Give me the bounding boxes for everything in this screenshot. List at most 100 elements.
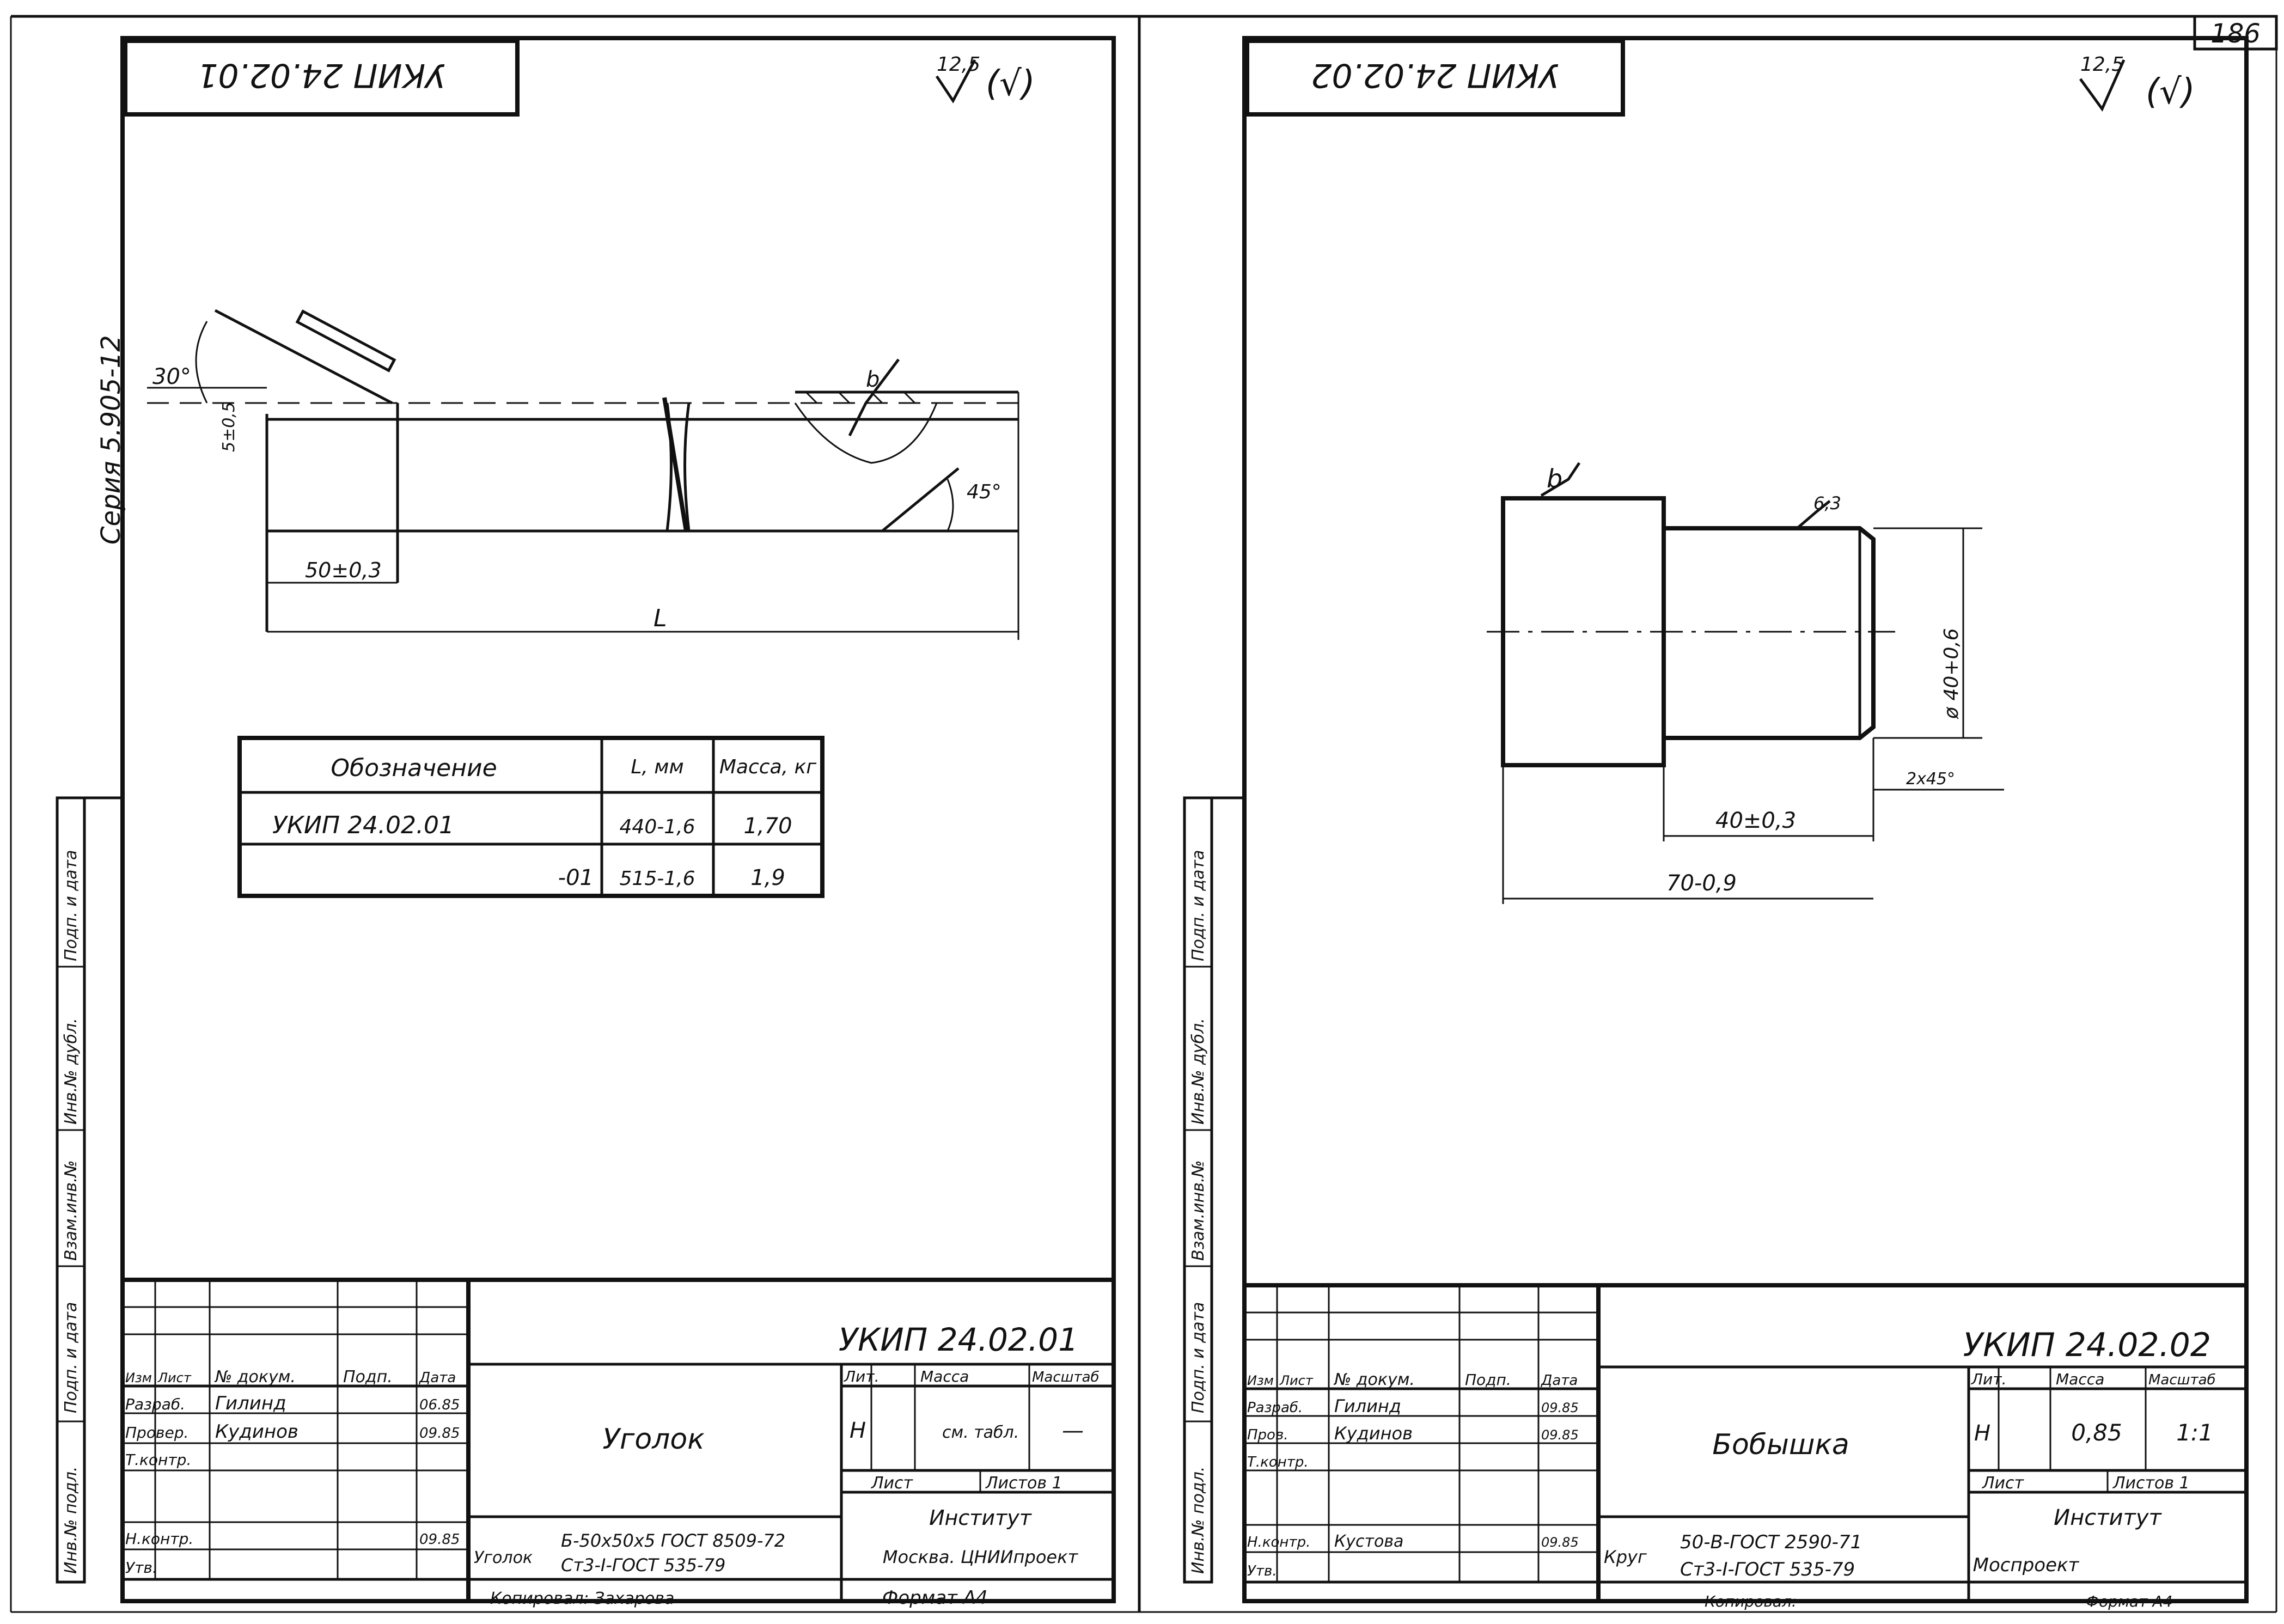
right-org-line2: Моспроект	[1973, 1554, 2080, 1576]
table-row-1-mass: 1,70	[743, 814, 792, 839]
right-side-label-1: Инв.№ подл.	[1189, 1467, 1208, 1574]
right-chamfer: 2х45°	[1906, 770, 1955, 789]
left-material-name: Уголок	[474, 1548, 533, 1567]
table-row-2-mass: 1,9	[750, 865, 785, 890]
right-code-rotated: УКИП 24.02.02	[1311, 56, 1559, 94]
left-side-label-3: Взам.инв.№	[62, 1160, 81, 1261]
table-row-2-code: -01	[558, 865, 594, 890]
left-side-label-4: Инв.№ дубл.	[62, 1018, 81, 1125]
right-side-label-2: Подп. и дата	[1189, 1302, 1208, 1413]
right-diameter: ø 40+0,6	[1940, 628, 1963, 719]
right-roughness: 12,5 (√)	[2079, 53, 2195, 112]
right-staff-1-name: Гилинд	[1334, 1396, 1401, 1417]
left-gap: 5±0,5	[219, 402, 239, 452]
right-mass-label: Масса	[2056, 1370, 2104, 1388]
page-number: 186	[2210, 19, 2261, 49]
right-sheet-label: Лист	[1982, 1474, 2025, 1493]
left-staff-1-role: Разраб.	[125, 1395, 185, 1413]
left-col-label-1: Изм	[125, 1370, 152, 1385]
left-lit-value: Н	[850, 1418, 866, 1443]
left-side-label-5: Подп. и дата	[62, 850, 81, 961]
right-staff-1-date: 09.85	[1541, 1400, 1579, 1415]
right-col-label-1: Изм	[1247, 1373, 1274, 1388]
left-angle-right: 45°	[967, 481, 1001, 503]
right-staff-2-date: 09.85	[1541, 1427, 1579, 1443]
left-staff-2-name: Кудинов	[215, 1421, 298, 1443]
right-side-label-4: Инв.№ дубл.	[1189, 1018, 1208, 1125]
left-dim-L: L	[654, 605, 667, 632]
left-staff-4-role: Н.контр.	[125, 1530, 193, 1548]
left-data-table: Обозначение L, мм Масса, кг УКИП 24.02.0…	[237, 736, 825, 898]
right-staff-4-name: Кустова	[1334, 1532, 1403, 1551]
left-doc-code: УКИП 24.02.01	[839, 1321, 1078, 1358]
left-col-label-2: Лист	[157, 1370, 192, 1385]
right-material-name: Круг	[1604, 1547, 1647, 1567]
table-row-1-L: 440-1,6	[620, 816, 695, 838]
table-header-L: L, мм	[631, 756, 683, 778]
right-doc-code: УКИП 24.02.02	[1963, 1326, 2211, 1364]
right-col-label-4: Подп.	[1465, 1371, 1511, 1389]
right-roughness-symbol: (√)	[2146, 72, 2195, 112]
left-staff-4-date: 09.85	[419, 1531, 460, 1548]
left-dim-50: 50±0,3	[305, 558, 382, 582]
left-lit-label: Лит.	[844, 1367, 879, 1385]
right-scale-label: Масштаб	[2148, 1372, 2216, 1388]
right-scale-value: 1:1	[2176, 1419, 2213, 1446]
page-number-box: 186	[2193, 15, 2278, 51]
left-code-rotated: УКИП 24.02.01	[197, 56, 445, 94]
right-lit-value: Н	[1974, 1421, 1990, 1446]
left-title-block: Изм Лист № докум. Подп. Дата Разраб. Гил…	[123, 1278, 1114, 1609]
right-col-label-5: Дата	[1541, 1372, 1578, 1389]
table-row-1-code: УКИП 24.02.01	[272, 811, 454, 839]
right-staff-4-date: 09.85	[1541, 1535, 1579, 1550]
right-org-line1: Институт	[2054, 1505, 2162, 1530]
right-staff-3-role: Т.контр.	[1247, 1454, 1309, 1470]
table-header-mass: Масса, кг	[719, 756, 817, 778]
left-sheet: УКИП 24.02.01 12,5 (√) 30° 5±0,5	[56, 39, 1114, 1609]
right-staff-4-role: Н.контр.	[1247, 1534, 1310, 1550]
right-boss-drawing: b 6,3 ø 40+0,6 2х45° 40±0,3 70-0,9	[1487, 462, 2004, 904]
left-angle-drawing: 30° 5±0,5 b 45° 50±0,3 L	[147, 309, 1019, 640]
left-scale-label: Масштаб	[1032, 1369, 1100, 1385]
left-copied-by: Копировал: Захарова	[490, 1589, 674, 1608]
right-side-stamp: Инв.№ подл. Подп. и дата Взам.инв.№ Инв.…	[1183, 796, 1244, 1584]
right-side-label-5: Подп. и дата	[1189, 850, 1208, 961]
left-format: Формат А4	[882, 1587, 988, 1609]
table-header-designation: Обозначение	[331, 754, 497, 782]
right-staff-1-role: Разраб.	[1247, 1400, 1303, 1416]
left-sheet-label: Лист	[871, 1474, 914, 1493]
left-side-stamp: Серия 5.905-12 Инв.№ подл. Подп. и дата …	[56, 335, 126, 1584]
left-col-label-4: Подп.	[343, 1367, 393, 1387]
left-col-label-3: № докум.	[214, 1367, 296, 1387]
right-mass-value: 0,85	[2071, 1419, 2122, 1446]
left-roughness-symbol: (√)	[986, 64, 1035, 104]
right-mark-b: b	[1547, 464, 1562, 493]
left-org-line1: Институт	[929, 1506, 1033, 1530]
left-org-line2: Москва. ЦНИИпроект	[883, 1547, 1079, 1567]
left-side-label-2: Подп. и дата	[62, 1302, 81, 1413]
left-series: Серия 5.905-12	[96, 335, 126, 545]
right-material-line1: 50-В-ГОСТ 2590-71	[1680, 1531, 1862, 1553]
left-staff-1-date: 06.85	[419, 1397, 460, 1413]
right-part-name: Бобышка	[1712, 1428, 1849, 1461]
left-material-line1: Б-50х50х5 ГОСТ 8509-72	[561, 1530, 785, 1551]
right-title-block: Изм Лист № докум. Подп. Дата Разраб. Гил…	[1244, 1283, 2246, 1610]
right-staff-2-name: Кудинов	[1334, 1423, 1413, 1444]
left-staff-3-role: Т.контр.	[125, 1451, 191, 1469]
right-dim-40: 40±0,3	[1715, 808, 1796, 833]
right-dim-70: 70-0,9	[1666, 871, 1737, 896]
right-staff-2-role: Пров.	[1247, 1427, 1288, 1443]
left-staff-2-date: 09.85	[419, 1425, 460, 1442]
left-staff-1-name: Гилинд	[215, 1393, 286, 1414]
left-mass-label: Масса	[920, 1367, 969, 1385]
right-copied-by: Копировал:	[1705, 1592, 1797, 1610]
right-format: Формат А4	[2086, 1592, 2172, 1610]
left-part-name: Уголок	[602, 1423, 705, 1456]
left-side-label-1: Инв.№ подл.	[62, 1467, 81, 1574]
right-material-line2: Ст3-I-ГОСТ 535-79	[1680, 1559, 1855, 1580]
left-staff-5-role: Утв.	[125, 1559, 157, 1577]
right-lit-label: Лит.	[1971, 1370, 2006, 1388]
right-col-label-3: № докум.	[1333, 1370, 1415, 1389]
sheet-borders	[10, 15, 2277, 1613]
